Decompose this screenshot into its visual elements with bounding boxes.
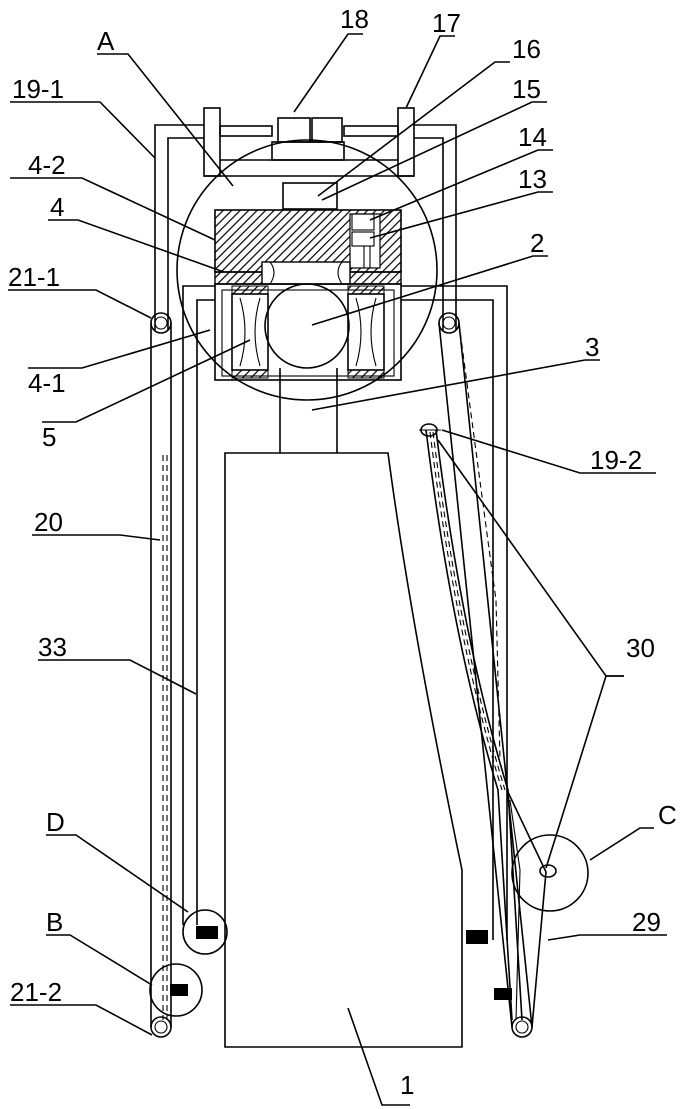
left-bearing <box>232 294 268 370</box>
motor-block-right <box>312 118 342 142</box>
right-shaft <box>344 126 398 136</box>
motor-base <box>272 142 344 160</box>
leader-5 <box>42 340 250 422</box>
leader-c <box>590 828 654 860</box>
label-13: 13 <box>518 164 547 194</box>
frame-right-inner <box>414 138 443 330</box>
fastener-right-lower <box>494 988 512 1000</box>
label-21-1: 21-1 <box>8 262 60 292</box>
detail-circle-c <box>512 835 588 911</box>
fastener-b <box>170 984 188 996</box>
frame-left-inner <box>168 138 204 330</box>
label-c: C <box>658 800 677 830</box>
label-b: B <box>46 907 63 937</box>
left-lower-pulley <box>151 1017 171 1037</box>
pin-c <box>540 865 556 877</box>
label-4-1: 4-1 <box>28 368 66 398</box>
top-drive-assembly <box>204 108 414 176</box>
leader-4 <box>48 220 224 272</box>
label-5: 5 <box>42 422 56 452</box>
leader-3 <box>312 360 600 410</box>
right-bearing <box>348 294 384 370</box>
label-14: 14 <box>518 122 547 152</box>
leader-33 <box>38 660 196 694</box>
label-30: 30 <box>626 633 655 663</box>
ball-joint <box>265 284 349 368</box>
leader-30b <box>546 676 624 868</box>
fastener-right <box>466 930 488 944</box>
label-16: 16 <box>512 34 541 64</box>
housing-outline <box>215 284 401 380</box>
label-18: 18 <box>340 4 369 34</box>
main-body <box>225 453 462 1047</box>
label-15: 15 <box>512 74 541 104</box>
label-1: 1 <box>400 1070 414 1100</box>
label-17: 17 <box>432 8 461 38</box>
left-shaft <box>220 126 272 136</box>
leader-21-1 <box>8 290 151 318</box>
lower-housing <box>215 284 401 380</box>
leader-30a <box>438 440 624 676</box>
leader-18 <box>294 34 363 112</box>
right-strap-system <box>419 313 546 1037</box>
right-bracket-plate <box>398 108 414 176</box>
left-rail <box>151 313 171 1037</box>
label-d: D <box>46 807 65 837</box>
label-a: A <box>97 26 115 56</box>
label-4-2: 4-2 <box>28 150 66 180</box>
leader-15 <box>322 102 547 200</box>
label-20: 20 <box>34 507 63 537</box>
label-19-2: 19-2 <box>590 445 642 475</box>
leader-21-2 <box>10 1005 152 1035</box>
label-33: 33 <box>38 632 67 662</box>
label-21-2: 21-2 <box>10 977 62 1007</box>
label-2: 2 <box>530 228 544 258</box>
label-19-1: 19-1 <box>12 74 64 104</box>
fastener-d <box>196 926 218 939</box>
motor-block-left <box>278 118 310 142</box>
label-29: 29 <box>632 907 661 937</box>
label-4: 4 <box>50 192 64 222</box>
leader-4-2 <box>10 178 215 240</box>
label-3: 3 <box>585 332 599 362</box>
